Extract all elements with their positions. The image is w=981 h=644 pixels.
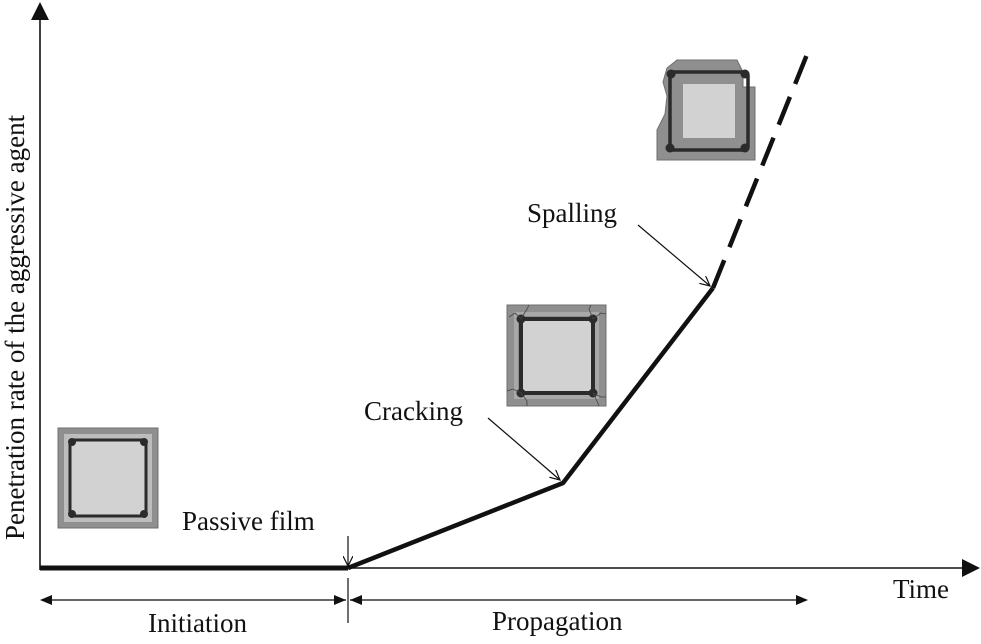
propagation-span: Propagation: [350, 595, 808, 636]
penetration-curve: [40, 51, 811, 571]
passive-film-label: Passive film: [182, 506, 315, 536]
cracking-label: Cracking: [364, 396, 463, 426]
cracked-section-icon: [506, 304, 607, 407]
phase-dimensions: Initiation Propagation: [40, 578, 808, 638]
intact-section-icon: [57, 427, 159, 529]
spalling-annotation: Spalling: [527, 198, 710, 286]
propagation-label: Propagation: [492, 606, 623, 636]
spalling-label: Spalling: [527, 198, 617, 228]
y-axis: [31, 2, 49, 570]
cracking-annotation: Cracking: [364, 396, 560, 480]
y-axis-label: Penetration rate of the aggressive agent: [0, 114, 30, 540]
passive-film-annotation: Passive film: [182, 506, 348, 566]
initiation-span: Initiation: [40, 595, 346, 638]
y-axis-arrowhead-icon: [31, 2, 49, 20]
x-axis-arrowhead-icon: [962, 559, 980, 577]
spalled-section-icon: [656, 59, 756, 161]
x-axis-label: Time: [893, 574, 949, 604]
initiation-label: Initiation: [148, 608, 247, 638]
